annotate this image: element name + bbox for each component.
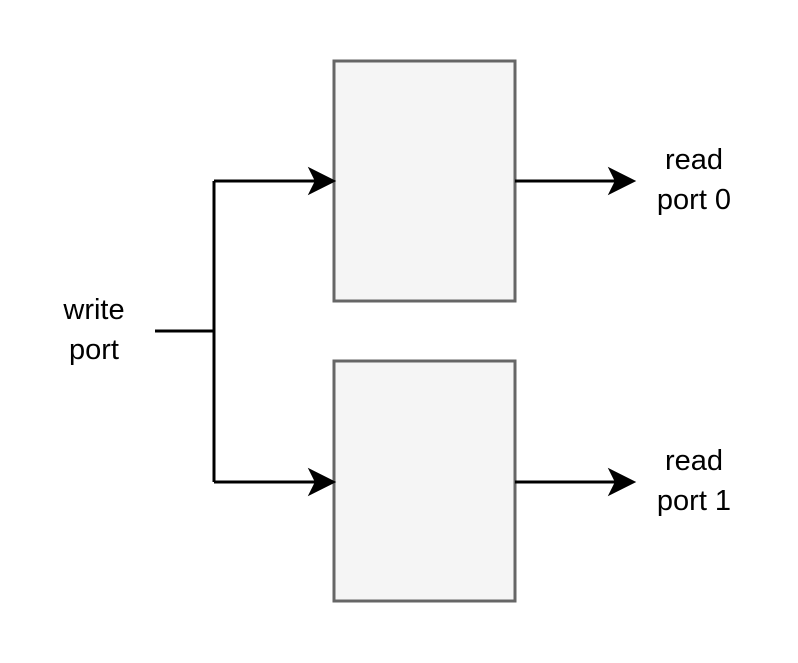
read-port-1-label-line2: port 1	[656, 485, 732, 517]
write-port-label-line2: port	[69, 334, 119, 366]
read-port-1-label-line1: read	[664, 445, 724, 477]
write-port-label: write port	[44, 290, 144, 370]
memory-block-0	[332, 59, 517, 303]
read-edge-port-1-arrowhead	[607, 467, 637, 497]
read-port-1-label: read port 1	[644, 441, 744, 521]
read-port-0-label-line2: port 0	[656, 184, 732, 216]
read-port-0-label: read port 0	[644, 140, 744, 220]
read-port-0-label-line1: read	[664, 144, 724, 176]
write-edge-block-0-arrowhead	[307, 166, 337, 196]
write-port-label-line1: write	[63, 294, 125, 326]
memory-block-1	[332, 359, 517, 603]
read-edge-port-0-arrowhead	[607, 166, 637, 196]
write-edge-block-1-arrowhead	[307, 467, 337, 497]
